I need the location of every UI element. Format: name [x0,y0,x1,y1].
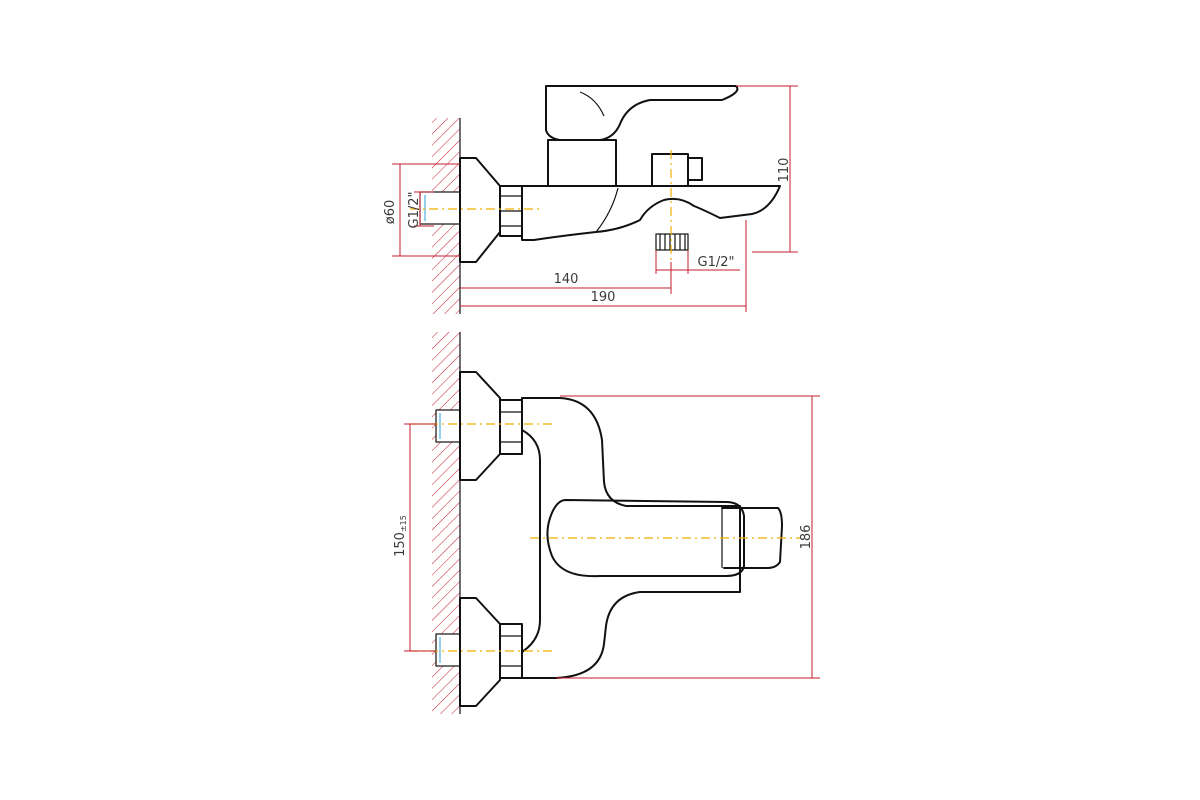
dim-150-tolerance: ±15 [399,515,408,532]
mixer-body-top [521,397,741,679]
dimension-186: 186 [556,395,820,679]
dim-190-label: 190 [591,290,616,305]
body-curve-side [595,187,619,233]
dim-outlet-thread-label: G1/2" [698,255,735,270]
dim-150-label: 150±15 [393,515,408,557]
dim-140-label: 140 [554,272,579,287]
dimension-150: 150±15 [393,423,436,652]
lever-handle-top [546,499,745,578]
dimension-190: 190 [460,220,747,312]
dimension-140: 140 [460,262,672,294]
cartridge-housing-side [547,139,617,187]
dim-186-label: 186 [799,525,814,550]
dim-60-label: ø60 [383,200,398,225]
side-view: 110 ø60 G1/2" G1/2" 140 [383,85,798,314]
lever-detail-side [579,91,605,117]
outlet-thread-lines [659,234,686,250]
body-spout-side [521,185,781,241]
flange-side [459,157,501,263]
diverter-tab-side [687,157,703,181]
dimension-outlet-thread: G1/2" [655,250,740,274]
dim-inlet-thread-label: G1/2" [407,192,422,229]
dimension-inlet-thread: G1/2" [407,191,434,229]
upper-nut-top [499,399,523,455]
dimension-110: 110 [736,85,798,253]
outlet-nipple-side [655,233,689,251]
dim-150-value: 150 [393,532,408,557]
upper-flange-top [459,371,501,481]
dim-110-label: 110 [777,158,792,183]
inlet-pipe-side [419,191,461,225]
top-view: 150±15 186 [393,332,820,714]
lower-flange-top [459,597,501,707]
lever-handle-side [545,85,739,141]
diverter-knob-side [651,153,689,187]
dimension-diameter-60: ø60 [383,163,460,257]
lever-tip-top [721,507,783,569]
